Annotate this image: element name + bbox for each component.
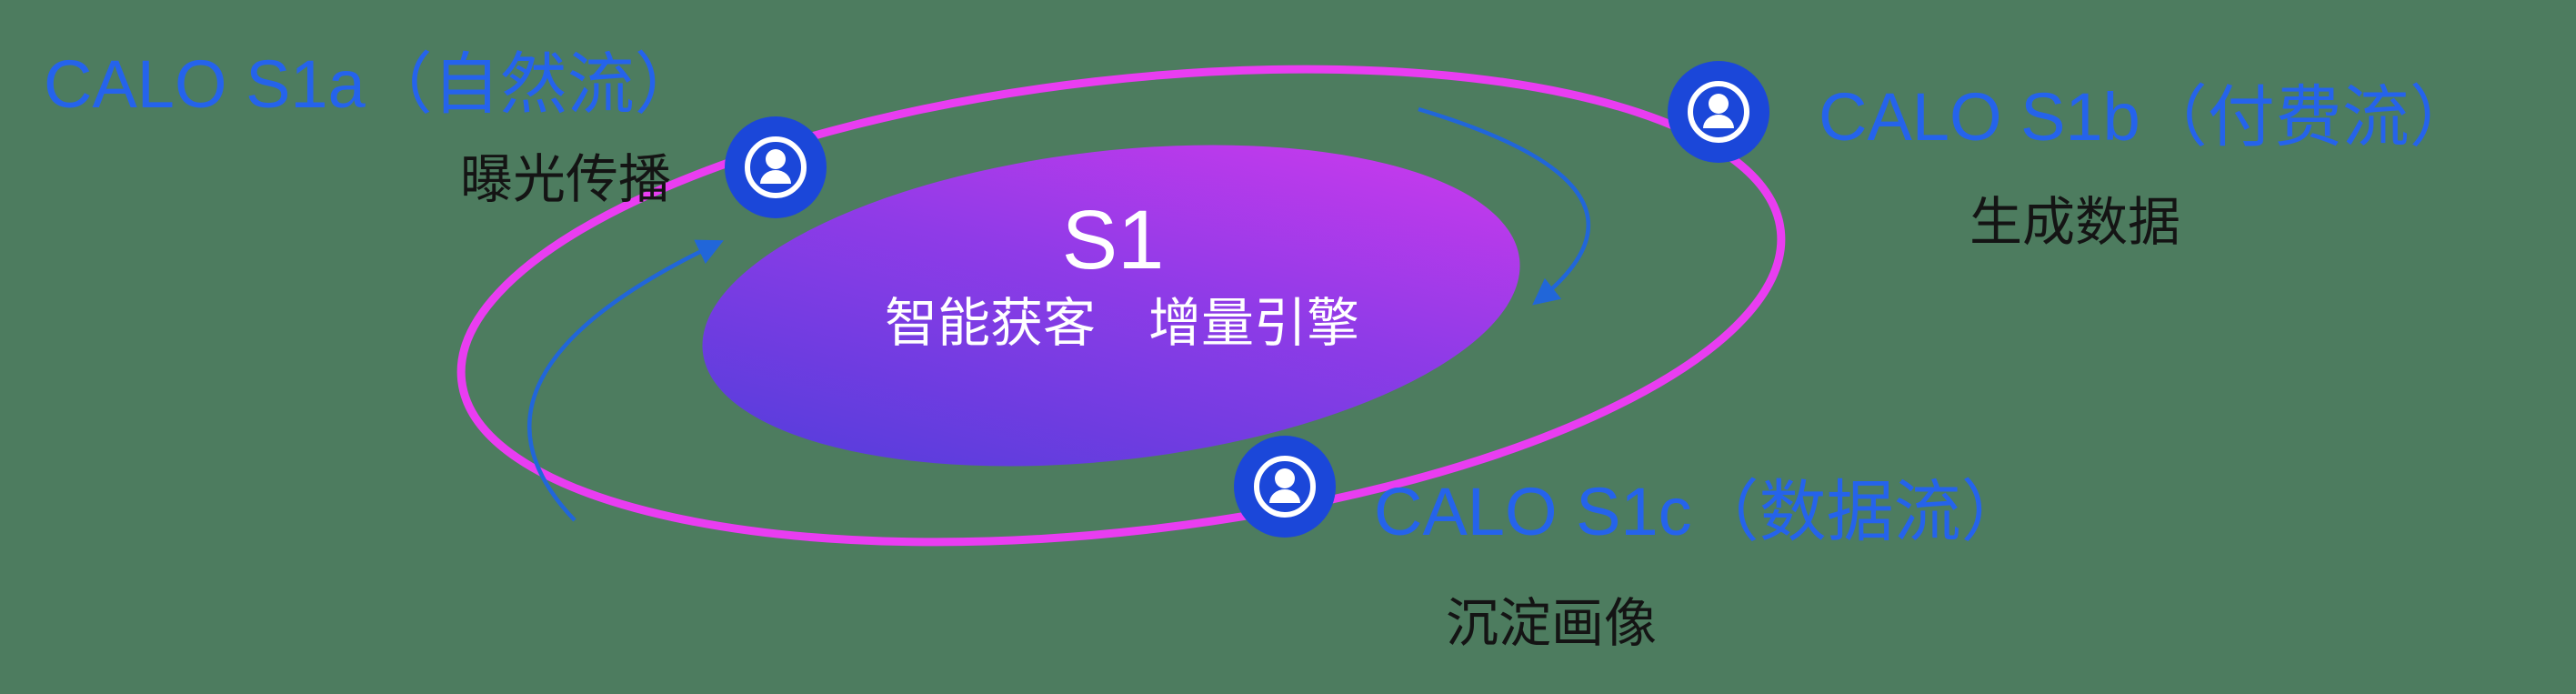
label-s1a: CALO S1a（自然流） [44, 46, 702, 122]
sublabel-s1b: 生成数据 [1970, 193, 2181, 252]
label-s1b: CALO S1b（付费流） [1819, 79, 2477, 155]
flow-arrow-right [1418, 106, 1590, 306]
flow-arrow-left [527, 239, 724, 522]
node-s1b [1668, 61, 1769, 163]
center-title: S1 [1061, 194, 1165, 287]
label-s1c: CALO S1c（数据流） [1374, 474, 2029, 549]
node-s1a [725, 116, 827, 218]
sublabel-s1c: 沉淀画像 [1446, 594, 1658, 653]
sublabel-s1a: 曝光传播 [460, 150, 672, 209]
center-core-ellipse [702, 145, 1520, 467]
orbit-ring [456, 65, 1786, 547]
center-subtitle: 智能获客 增量引擎 [884, 294, 1360, 353]
node-s1c [1234, 436, 1336, 538]
user-in-circle-icon [1234, 436, 1336, 538]
user-in-circle-icon [1668, 61, 1769, 163]
user-in-circle-icon [725, 116, 827, 218]
